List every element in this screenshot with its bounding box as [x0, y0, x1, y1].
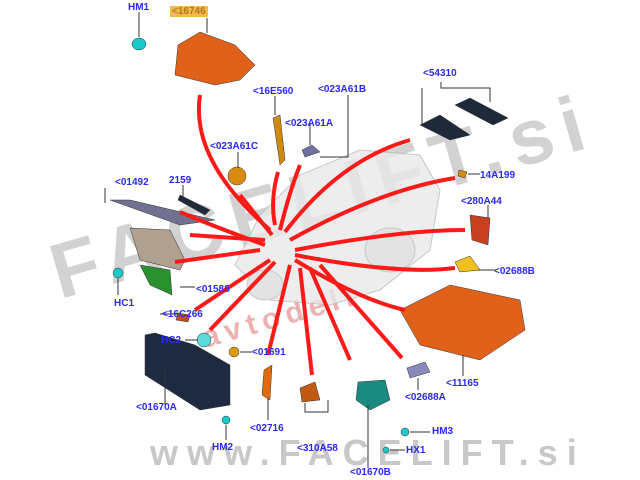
label-01670a[interactable]: <01670A: [136, 402, 177, 413]
label-hc2[interactable]: HC2: [161, 335, 182, 346]
label-16c266[interactable]: <16C266: [162, 309, 203, 320]
part-shapes: [109, 31, 526, 454]
label-14a199[interactable]: 14A199: [480, 170, 516, 181]
label-01670b[interactable]: <01670B: [350, 467, 391, 478]
arrows: [174, 94, 466, 376]
label-16e560[interactable]: <16E560: [253, 86, 294, 97]
label-023a61b[interactable]: <023A61B: [318, 84, 367, 95]
label-01691[interactable]: <01691: [252, 347, 286, 358]
label-280a44[interactable]: <280A44: [461, 196, 502, 207]
label-hm2[interactable]: HM2: [212, 442, 234, 453]
label-hx1[interactable]: HX1: [406, 445, 426, 456]
label-023a61a[interactable]: <023A61A: [285, 118, 334, 129]
label-16746[interactable]: <16746: [170, 6, 208, 17]
label-54310[interactable]: <54310: [423, 68, 457, 79]
label-01492[interactable]: <01492: [115, 177, 149, 188]
label-023a61c[interactable]: <023A61C: [210, 141, 259, 152]
label-hm3[interactable]: HM3: [432, 426, 454, 437]
label-11165[interactable]: <11165: [446, 378, 479, 389]
label-02688a[interactable]: <02688A: [405, 392, 446, 403]
label-01588[interactable]: <01588: [196, 284, 230, 295]
label-02716[interactable]: <02716: [250, 423, 284, 434]
label-02688b[interactable]: <02688B: [494, 266, 535, 277]
leader-lines: [104, 12, 495, 468]
label-hc1[interactable]: HC1: [114, 298, 135, 309]
label-hm1[interactable]: HM1: [128, 2, 150, 13]
label-310a58[interactable]: <310A58: [297, 443, 338, 454]
watermark-url: www.FACELIFT.si: [150, 432, 586, 473]
label-2159[interactable]: 2159: [169, 175, 192, 186]
